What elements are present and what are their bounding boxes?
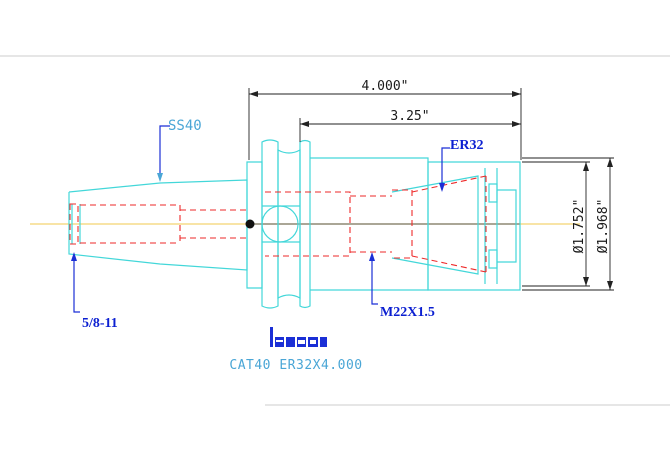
nut-thread-label: M22X1.5 [380, 305, 435, 320]
ss40-leader [157, 125, 170, 182]
ss40-label: SS40 [168, 118, 202, 134]
rear-thread-label: 5/8-11 [82, 316, 118, 331]
rear-thread-leader [71, 252, 80, 313]
model-caption: CAT40 ER32X4.000 [229, 358, 362, 373]
center-ball [245, 219, 255, 229]
overall-length-dimension: 4.000" [362, 79, 409, 94]
holder-outline [68, 139, 521, 309]
gauge-length-dimension: 3.25" [390, 109, 429, 124]
iscar-logo [270, 327, 327, 347]
inner-diameter-dimension: Ø1.752" [572, 199, 587, 254]
er32-label: ER32 [450, 138, 483, 153]
nut-thread-leader [369, 252, 378, 305]
er32-leader [439, 147, 450, 192]
dimension-lines [248, 88, 614, 291]
hidden-lines [69, 175, 487, 273]
outer-diameter-dimension: Ø1.968" [596, 199, 611, 254]
